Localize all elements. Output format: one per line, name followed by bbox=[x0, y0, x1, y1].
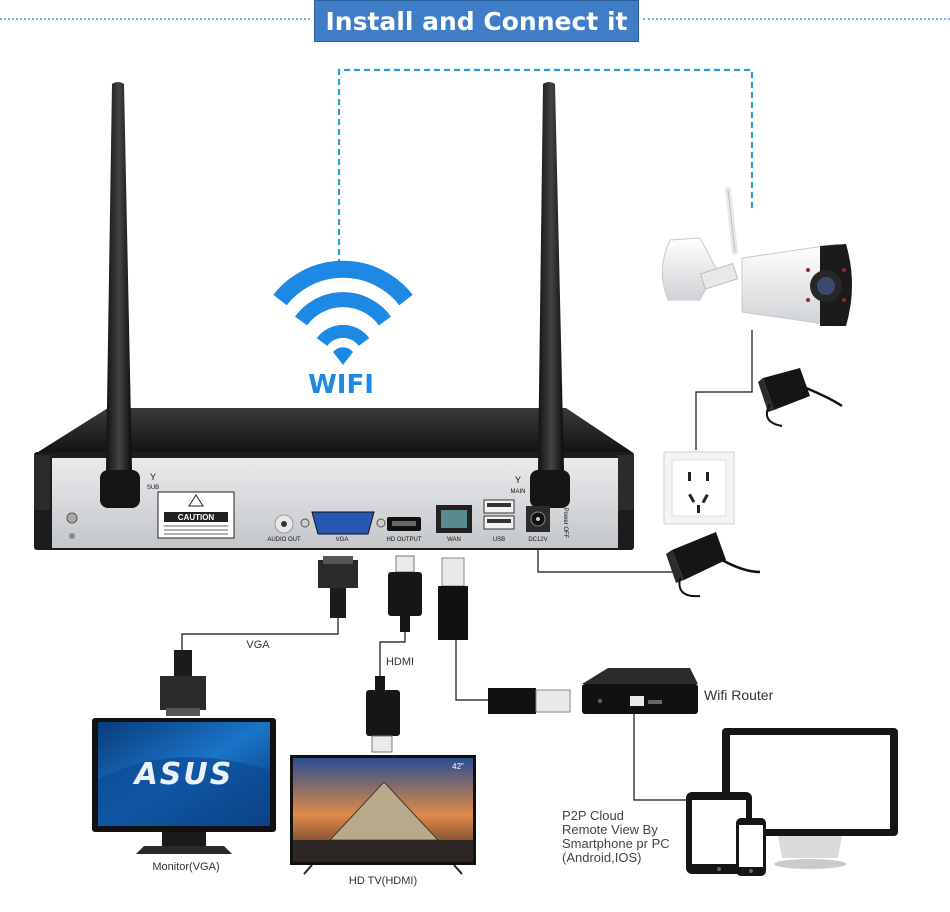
p2p-line-2: Remote View By bbox=[562, 822, 658, 837]
ethernet-connector-router bbox=[488, 688, 571, 714]
p2p-line-4: (Android,IOS) bbox=[562, 850, 641, 865]
wifi-icon bbox=[273, 260, 413, 365]
ethernet-cable bbox=[455, 640, 488, 701]
audio-out-label: AUDIO OUT bbox=[267, 537, 301, 543]
caution-text: CAUTION bbox=[178, 513, 215, 522]
usb-label: USB bbox=[493, 537, 505, 543]
nvr-power-cable bbox=[537, 550, 680, 573]
nvr-top bbox=[38, 408, 632, 452]
hdmi-cable bbox=[379, 632, 406, 680]
wifi-link-dashed-line bbox=[337, 68, 754, 275]
caution-label bbox=[157, 491, 235, 539]
vga-port bbox=[311, 511, 375, 535]
dc12v-label: DC12V bbox=[528, 537, 547, 543]
p2p-line-1: P2P Cloud bbox=[562, 808, 624, 823]
wifi-router bbox=[582, 668, 698, 714]
vga-connector-nvr bbox=[318, 556, 358, 618]
vga-cable-label: VGA bbox=[246, 639, 270, 651]
ip-camera bbox=[662, 187, 852, 327]
ground-screw-icon bbox=[66, 512, 78, 524]
wall-outlet-icon bbox=[663, 451, 735, 525]
antenna-sub bbox=[100, 82, 140, 508]
ethernet-connector-nvr bbox=[438, 557, 468, 640]
vga-port-label: VGA bbox=[336, 537, 349, 543]
monitor-label: Monitor(VGA) bbox=[152, 861, 219, 873]
title-decor-line-left bbox=[0, 18, 310, 20]
hdmi-connector-nvr bbox=[388, 555, 422, 632]
pc-monitor-icon bbox=[722, 728, 898, 869]
page-title: Install and Connect it bbox=[314, 0, 639, 42]
antenna-sub-label: SUB bbox=[147, 485, 159, 491]
power-off-label: Power OFF bbox=[562, 508, 568, 539]
p2p-line-3: Smartphone pr PC bbox=[562, 836, 670, 851]
tv-size-badge: 42" bbox=[452, 762, 464, 771]
router-label: Wifi Router bbox=[704, 687, 774, 703]
hdmi-cable-label: HDMI bbox=[386, 656, 414, 668]
tv-label: HD TV(HDMI) bbox=[349, 875, 417, 887]
camera-power-cable bbox=[695, 330, 753, 450]
hd-tv bbox=[290, 755, 476, 875]
wifi-label: WIFI bbox=[308, 370, 374, 400]
vga-cable bbox=[181, 618, 339, 654]
antenna-sub-symbol-icon: Y bbox=[150, 472, 156, 482]
nvr-power-adapter bbox=[666, 532, 761, 598]
hdmi-connector-tv bbox=[366, 676, 400, 753]
antenna-main-label: MAIN bbox=[511, 489, 526, 495]
smartphone-icon bbox=[736, 818, 766, 876]
monitor-brand-logo: ASUS bbox=[133, 757, 234, 792]
vga-connector-monitor bbox=[160, 650, 206, 716]
hd-output-label: HD OUTPUT bbox=[387, 537, 422, 543]
camera-power-adapter bbox=[758, 368, 843, 427]
vga-monitor bbox=[92, 718, 276, 854]
title-decor-line-right bbox=[643, 18, 950, 20]
wan-label: WAN bbox=[447, 537, 461, 543]
antenna-main bbox=[530, 82, 570, 508]
antenna-main-symbol-icon: Y bbox=[515, 475, 521, 485]
router-to-devices-cable bbox=[633, 714, 688, 801]
